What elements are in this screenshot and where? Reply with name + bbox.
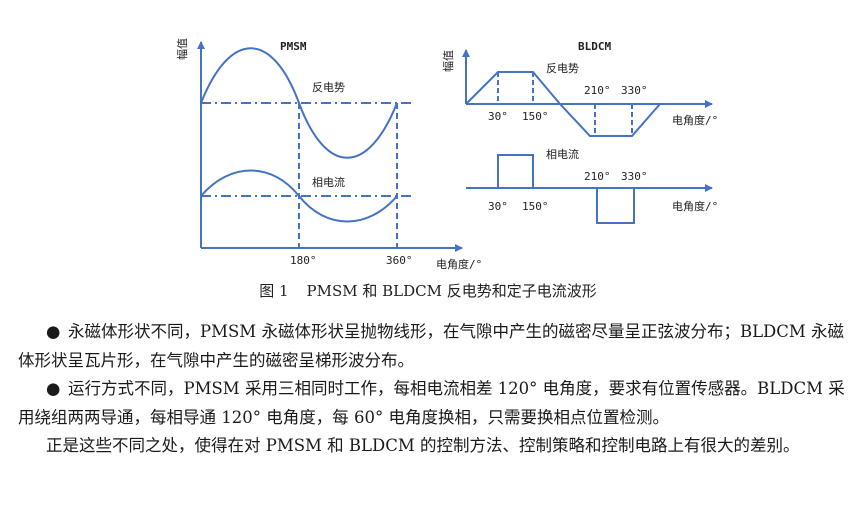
paragraph-bullet-2: ●运行方式不同，PMSM 采用三相同时工作，每相电流相差 120° 电角度，要求… (18, 375, 848, 432)
bldcm-title: BLDCM (578, 40, 611, 53)
pmsm-title: PMSM (280, 40, 307, 53)
pmsm-tick-360: 360° (386, 254, 413, 267)
pmsm-tick-180: 180° (290, 254, 317, 267)
bldcm-tick-330-top: 330° (621, 84, 648, 97)
bullet-dot-icon: ● (46, 322, 61, 341)
pmsm-xlabel: 电角度/° (436, 257, 482, 271)
pmsm-ylabel: 幅值 (176, 38, 189, 60)
bldcm-back-emf-label: 反电势 (546, 62, 579, 75)
bldcm-current-pulse-positive (497, 154, 534, 188)
pmsm-diagram: PMSM 幅值 反电势 相电流 180° 360° 电角度/° (176, 38, 482, 271)
bldcm-tick-150-bottom: 150° (522, 200, 549, 213)
figure-caption: 图 1 PMSM 和 BLDCM 反电势和定子电流波形 (0, 280, 856, 301)
caption-number: 图 1 (259, 282, 289, 300)
bldcm-tick-30-bottom: 30° (488, 200, 508, 213)
bldcm-tick-330-bottom: 330° (621, 170, 648, 183)
bldcm-xlabel-top: 电角度/° (672, 113, 718, 127)
paragraph-3: 正是这些不同之处，使得在对 PMSM 和 BLDCM 的控制方法、控制策略和控制… (18, 432, 848, 461)
bldcm-ylabel: 幅值 (442, 50, 455, 72)
bldcm-tick-210-top: 210° (584, 84, 611, 97)
paragraph-1-text: 永磁体形状不同，PMSM 永磁体形状呈抛物线形，在气隙中产生的磁密尽量呈正弦波分… (18, 322, 845, 370)
body-text: ●永磁体形状不同，PMSM 永磁体形状呈抛物线形，在气隙中产生的磁密尽量呈正弦波… (18, 318, 848, 461)
bldcm-tick-150-top: 150° (522, 110, 549, 123)
pmsm-current-label: 相电流 (312, 175, 345, 189)
bldcm-xlabel-bottom: 电角度/° (672, 199, 718, 213)
bldcm-tick-30-top: 30° (488, 110, 508, 123)
paragraph-2-text: 运行方式不同，PMSM 采用三相同时工作，每相电流相差 120° 电角度，要求有… (18, 379, 845, 427)
bullet-dot-icon: ● (46, 379, 61, 398)
bldcm-tick-210-bottom: 210° (584, 170, 611, 183)
caption-text: PMSM 和 BLDCM 反电势和定子电流波形 (306, 282, 597, 300)
bldcm-current-pulse-negative (596, 188, 635, 224)
paragraph-3-text: 正是这些不同之处，使得在对 PMSM 和 BLDCM 的控制方法、控制策略和控制… (46, 436, 800, 455)
bldcm-diagram: BLDCM 幅值 反电势 30° 150° 210° 330° 电角度/° 相电… (442, 40, 718, 224)
bldcm-current-label: 相电流 (546, 147, 579, 161)
waveform-figure: PMSM 幅值 反电势 相电流 180° 360° 电角度/° BLDCM 幅值 (176, 38, 718, 271)
paragraph-bullet-1: ●永磁体形状不同，PMSM 永磁体形状呈抛物线形，在气隙中产生的磁密尽量呈正弦波… (18, 318, 848, 375)
pmsm-back-emf-label: 反电势 (312, 81, 345, 94)
